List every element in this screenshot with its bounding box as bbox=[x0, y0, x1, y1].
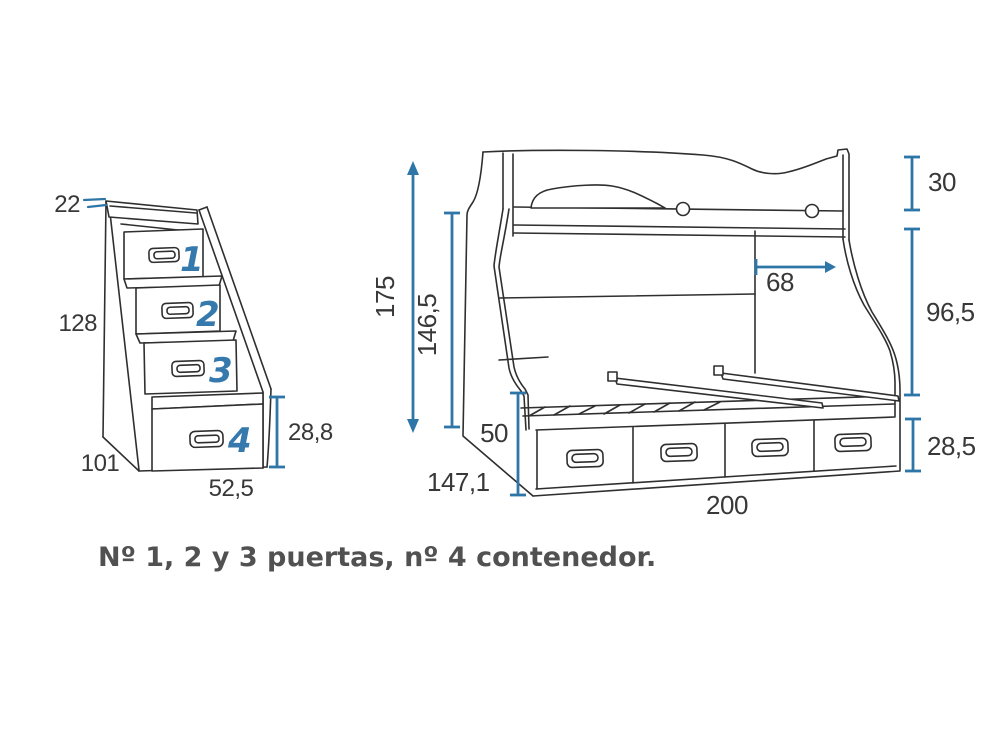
right-panel-outer-edge bbox=[848, 239, 901, 471]
dim-stairs-width: 52,5 bbox=[209, 475, 254, 502]
back-panel-bottom-line bbox=[499, 293, 756, 299]
footnote-text: Nº 1, 2 y 3 puertas, nº 4 contenedor. bbox=[98, 542, 656, 573]
stairs-right-edge-outer bbox=[266, 388, 272, 468]
dim-label: 50 bbox=[480, 418, 508, 448]
slat-brace-b bbox=[720, 372, 900, 402]
left-panel-outer-edge bbox=[462, 151, 534, 497]
bed-drawer-base bbox=[532, 416, 901, 497]
bed-back-structure bbox=[498, 230, 756, 374]
dim-label: 96,5 bbox=[926, 297, 975, 327]
bed-unit: 175 146,5 30 96,5 28,5 bbox=[370, 148, 976, 520]
bed-bottom-front-edge bbox=[532, 470, 901, 497]
bunk-base-line-2 bbox=[513, 232, 846, 238]
drawer-number-label: 1 bbox=[180, 240, 204, 280]
dim-tick bbox=[82, 197, 107, 202]
dim-bed-top-guard-height: 30 bbox=[904, 155, 956, 212]
drawer-handle-icon bbox=[189, 429, 224, 449]
stairs-bottom-depth-edge bbox=[102, 436, 140, 472]
dim-label: 22 bbox=[54, 191, 80, 218]
platform-front-line bbox=[522, 403, 895, 417]
stairs-back-edge bbox=[102, 200, 107, 438]
stairs-unit: 1 2 3 bbox=[54, 191, 333, 502]
dim-label: 175 bbox=[370, 276, 400, 318]
stairs-right-stringer-outer bbox=[206, 206, 272, 390]
dim-bed-side-height: 146,5 bbox=[412, 211, 460, 429]
knob-right bbox=[804, 203, 820, 219]
dim-label: 128 bbox=[58, 310, 97, 337]
dim-bed-width: 200 bbox=[706, 490, 748, 520]
dim-label: 101 bbox=[81, 450, 120, 477]
slat-brace-a bbox=[614, 377, 824, 409]
dim-label: 28,5 bbox=[927, 431, 976, 461]
bed-platform bbox=[520, 365, 900, 417]
drawer-handle-icon bbox=[660, 442, 698, 463]
stairs-top-rail-inner-line bbox=[109, 205, 197, 214]
left-panel-inner-edge-1 bbox=[493, 208, 527, 431]
stairs-front-left-edge bbox=[108, 203, 140, 471]
dim-stairs-top-thickness: 22 bbox=[54, 191, 108, 218]
bed-left-panel bbox=[462, 151, 534, 497]
stairs-step-3: 3 bbox=[143, 339, 238, 395]
dim-label: 30 bbox=[928, 167, 956, 197]
left-panel-inner-edge-2 bbox=[498, 208, 530, 430]
drawer-number-label: 2 bbox=[196, 295, 220, 335]
top-bunk-top-edge bbox=[482, 148, 850, 241]
drawer-handle-icon bbox=[751, 437, 789, 458]
knob-left bbox=[675, 201, 691, 217]
drawer-handle-icon bbox=[834, 432, 872, 453]
right-panel-inner-edge bbox=[842, 238, 896, 417]
bed-right-panel bbox=[842, 238, 901, 471]
lower-headboard-line bbox=[498, 356, 549, 361]
drawer-handle-icon bbox=[566, 448, 604, 469]
stairs-step-4: 4 bbox=[151, 392, 264, 472]
pillow-outline bbox=[530, 184, 666, 209]
drawer-handle-icon bbox=[171, 359, 205, 378]
dim-bed-depth: 147,1 bbox=[427, 467, 490, 497]
drawer-band-top-line bbox=[535, 416, 896, 431]
dim-bed-total-height: 175 bbox=[370, 161, 419, 433]
dim-tick bbox=[86, 203, 108, 209]
bed-top-bunk bbox=[482, 148, 850, 241]
slat-brace-a-end bbox=[607, 371, 618, 382]
dim-stairs-bottom-drawer-height: 28,8 bbox=[269, 395, 333, 469]
arrow-up-icon bbox=[407, 161, 419, 175]
platform-back-line bbox=[520, 395, 894, 409]
drawer-handle-icon bbox=[148, 246, 180, 264]
dim-stairs-height: 128 bbox=[58, 310, 97, 337]
stairs-step-1: 1 bbox=[123, 228, 223, 289]
dim-label: 52,5 bbox=[209, 475, 254, 502]
slat-brace-b-end bbox=[713, 365, 724, 376]
dim-stairs-depth: 101 bbox=[81, 450, 120, 477]
dim-bed-base-height: 50 bbox=[480, 391, 526, 497]
drawer-handle-icon bbox=[161, 301, 194, 320]
dim-label: 200 bbox=[706, 490, 748, 520]
bunk-base-line-1 bbox=[513, 224, 846, 230]
stairs-stringer-cap bbox=[198, 206, 208, 211]
arrow-down-icon bbox=[407, 419, 419, 433]
stairs-right-stringer-inner bbox=[198, 209, 264, 393]
arrow-right-icon bbox=[825, 261, 836, 273]
dim-label: 146,5 bbox=[412, 294, 442, 357]
drawer-band-bottom-line bbox=[535, 465, 897, 490]
dim-label: 28,8 bbox=[288, 419, 333, 446]
dim-bed-drawer-height: 28,5 bbox=[905, 417, 976, 473]
drawer-number-label: 4 bbox=[227, 421, 252, 461]
dim-bed-opening-width: 68 bbox=[754, 259, 836, 297]
dim-bed-clearance-height: 96,5 bbox=[904, 227, 975, 397]
dim-label: 147,1 bbox=[427, 467, 490, 497]
stairs-step-2: 2 bbox=[135, 284, 237, 344]
dim-label: 68 bbox=[766, 267, 794, 297]
drawer-number-label: 3 bbox=[209, 351, 233, 391]
slat-hatches bbox=[528, 401, 721, 417]
